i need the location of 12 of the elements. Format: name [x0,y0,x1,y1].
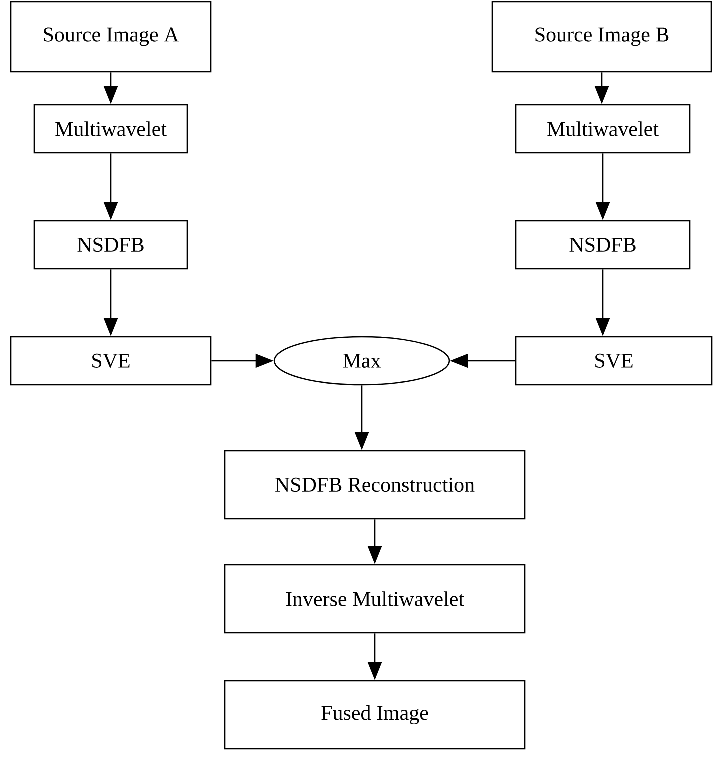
process-box: Inverse Multiwavelet [224,564,526,634]
process-box: NSDFB Reconstruction [224,450,526,520]
process-box: Fused Image [224,680,526,750]
process-box: Source Image B [492,1,712,73]
ellipse-node: Max [274,336,450,386]
process-box: Multiwavelet [34,104,188,154]
process-box: NSDFB [34,220,188,270]
process-box: SVE [10,336,212,386]
process-box: Multiwavelet [515,104,691,154]
process-box: NSDFB [515,220,691,270]
process-box: Source Image A [10,1,212,73]
process-box: SVE [515,336,713,386]
